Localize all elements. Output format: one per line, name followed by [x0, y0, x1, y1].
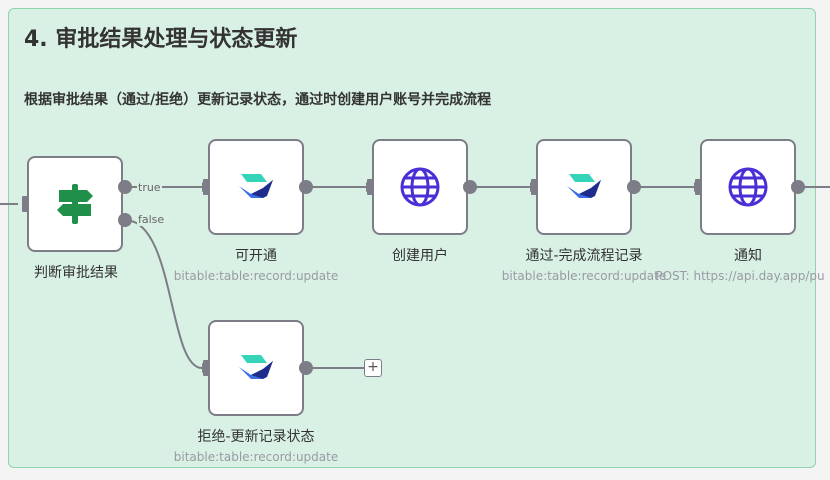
output-port[interactable]: [299, 361, 313, 375]
signpost-icon: [57, 184, 93, 224]
node-label: 拒绝-更新记录状态: [197, 429, 315, 445]
lark-base-icon: [239, 174, 273, 198]
node-label: 可开通: [235, 248, 277, 264]
node-can-open[interactable]: [208, 139, 304, 235]
node-judge-approval-result[interactable]: [27, 156, 123, 252]
node-subtitle: POST: https://api.day.app/pu: [655, 269, 825, 283]
input-port[interactable]: [531, 179, 537, 195]
output-port-true[interactable]: [118, 180, 132, 194]
node-reject-update-record[interactable]: [208, 320, 304, 416]
node-create-user[interactable]: [372, 139, 468, 235]
node-subtitle: bitable:table:record:update: [501, 269, 667, 283]
node-notify[interactable]: [700, 139, 796, 235]
branch-label-true: true: [137, 181, 162, 194]
node-label: 创建用户: [392, 248, 448, 264]
node-pass-complete-record[interactable]: [536, 139, 632, 235]
output-port[interactable]: [791, 180, 805, 194]
node-label: 判断审批结果: [34, 265, 118, 281]
output-port[interactable]: [463, 180, 477, 194]
input-port[interactable]: [22, 196, 28, 212]
sticky-title: 4. 审批结果处理与状态更新: [24, 27, 298, 52]
branch-label-false: false: [137, 213, 166, 226]
connection-false-to-reject[interactable]: [124, 219, 203, 369]
lark-base-icon: [239, 355, 273, 379]
globe-icon: [400, 167, 440, 207]
add-node-button[interactable]: +: [364, 359, 382, 377]
node-subtitle: bitable:table:record:update: [173, 450, 339, 464]
sticky-note[interactable]: 4. 审批结果处理与状态更新 根据审批结果（通过/拒绝）更新记录状态，通过时创建…: [8, 8, 816, 468]
node-subtitle: bitable:table:record:update: [173, 269, 339, 283]
node-label: 通过-完成流程记录: [525, 248, 643, 264]
output-port-false[interactable]: [118, 213, 132, 227]
input-port[interactable]: [203, 179, 209, 195]
globe-icon: [728, 167, 768, 207]
output-port[interactable]: [627, 180, 641, 194]
sticky-description: 根据审批结果（通过/拒绝）更新记录状态，通过时创建用户账号并完成流程: [24, 92, 492, 108]
lark-base-icon: [567, 174, 601, 198]
input-port[interactable]: [203, 360, 209, 376]
input-port[interactable]: [695, 179, 701, 195]
output-port[interactable]: [299, 180, 313, 194]
node-label: 通知: [734, 248, 762, 264]
input-port[interactable]: [367, 179, 373, 195]
